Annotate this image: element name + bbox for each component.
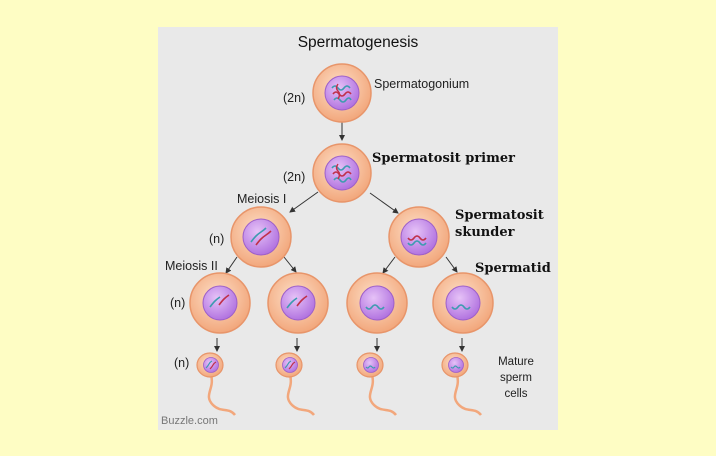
- label-mature-line3: cells: [504, 388, 527, 400]
- spermatid-4: [432, 272, 494, 334]
- label-secondary-line1: Spermatosit: [455, 208, 544, 223]
- ploidy-label-sperm: (n): [174, 356, 189, 370]
- sperm-cell-4: [441, 352, 482, 416]
- arrow-secleft-to-spermatid-2: [283, 256, 297, 273]
- credit-text: Buzzle.com: [161, 415, 218, 427]
- arrow-secleft-to-spermatid-1: [225, 256, 238, 274]
- arrow-primary-to-secondary-right: [369, 192, 399, 214]
- ploidy-label-spermatid: (n): [170, 296, 185, 310]
- ploidy-label-secondary: (n): [209, 232, 224, 246]
- arrow-secright-to-spermatid-4: [445, 256, 458, 273]
- label-spermatogonium: Spermatogonium: [374, 77, 469, 91]
- secondary-spermatocyte-left: [230, 206, 292, 268]
- arrow-secright-to-spermatid-3: [382, 256, 396, 274]
- diagram-title: Spermatogenesis: [298, 34, 419, 51]
- label-mature-line1: Mature: [498, 356, 534, 368]
- label-secondary-line2: skunder: [455, 225, 515, 240]
- spermatogonium-cell: [312, 63, 372, 123]
- arrow-primary-to-secondary-left: [289, 191, 319, 213]
- sperm-cell-2: [275, 352, 315, 416]
- ploidy-label-primary: (2n): [283, 170, 305, 184]
- ploidy-label-gonium: (2n): [283, 91, 305, 105]
- primary-spermatocyte-cell: [312, 143, 372, 203]
- label-mature-line2: sperm: [500, 372, 532, 384]
- sperm-cell-1: [196, 352, 236, 416]
- arrows: [214, 122, 465, 352]
- spermatid-3: [346, 272, 408, 334]
- secondary-spermatocyte-right: [388, 206, 450, 268]
- label-primary-spermatocyte: Spermatosit primer: [372, 151, 515, 166]
- label-meiosis-2: Meiosis II: [165, 259, 218, 273]
- label-spermatid: Spermatid: [475, 261, 551, 276]
- label-meiosis-1: Meiosis I: [237, 192, 286, 206]
- spermatid-2: [267, 272, 329, 334]
- spermatid-1: [189, 272, 251, 334]
- sperm-cell-3: [356, 352, 397, 416]
